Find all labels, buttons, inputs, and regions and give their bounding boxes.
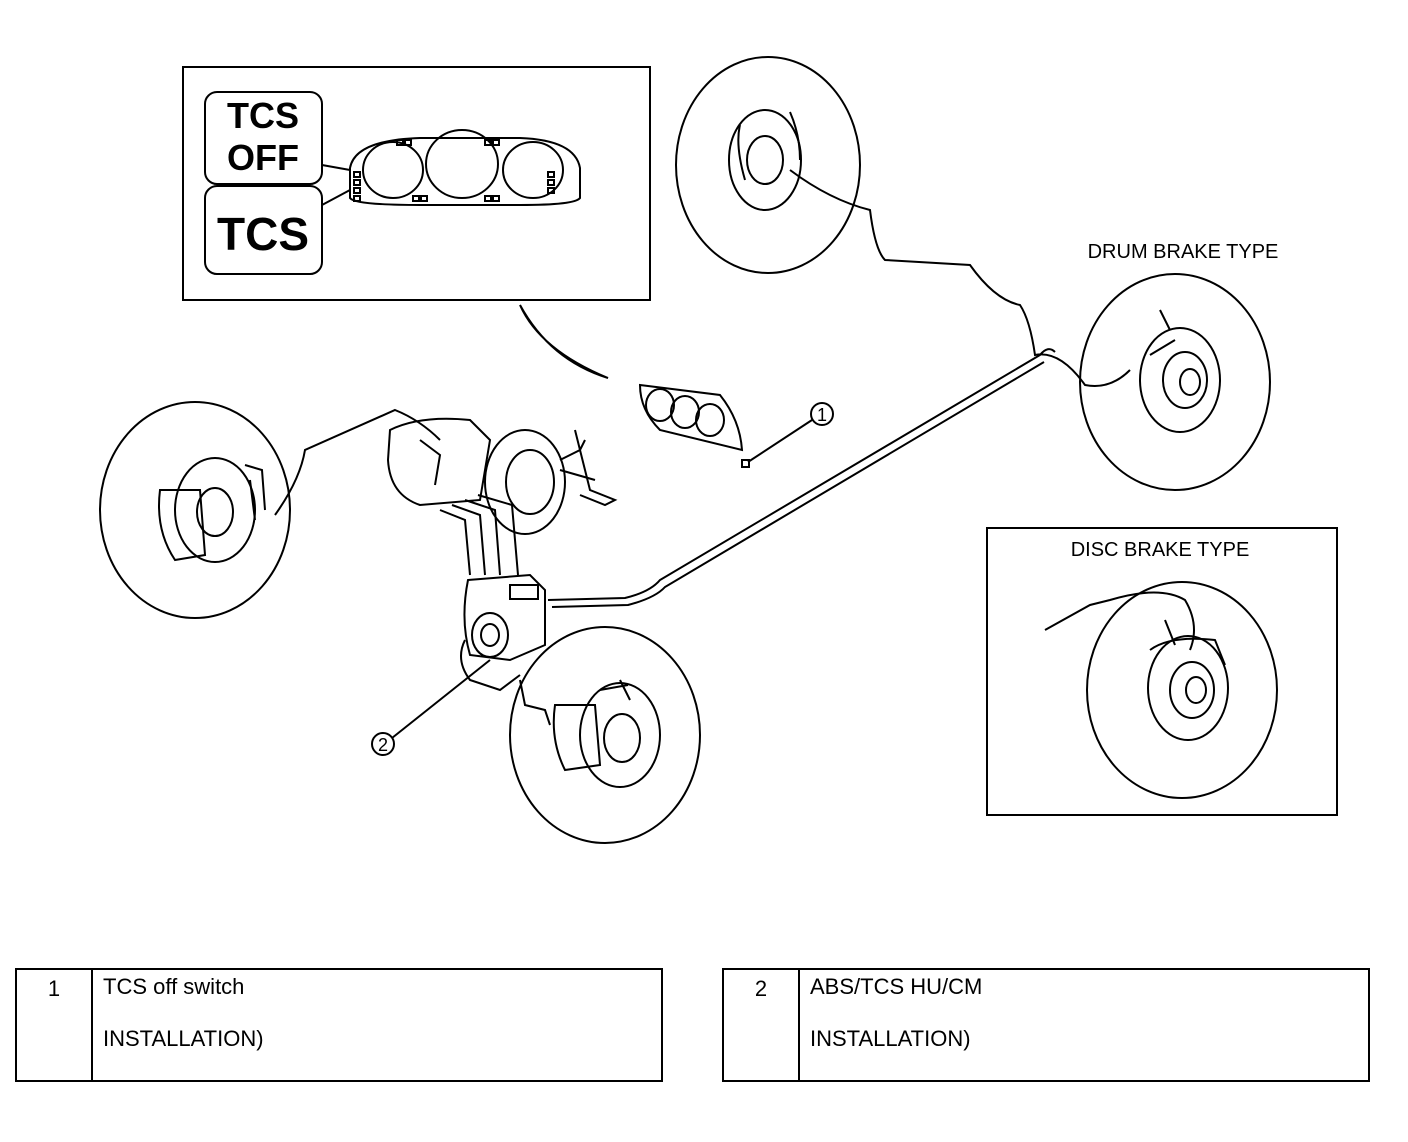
wheel-disc: [1086, 581, 1278, 799]
tcs-label: TCS: [217, 208, 309, 260]
wheel-front-right: [509, 626, 701, 844]
legend-1-name: TCS off switch: [103, 974, 245, 999]
callout-2-circle: [371, 732, 395, 756]
tcs-off-indicator: [204, 91, 323, 185]
legend-1-note: INSTALLATION): [103, 1026, 264, 1051]
legend-1-number: 1: [17, 970, 93, 1080]
callout-1-leader: [747, 419, 813, 463]
legend-1-text: TCS off switch INSTALLATION): [93, 970, 661, 1080]
brake-system-diagram: TCS OFF TCS DRUM BRAKE TYPE DISC BRAKE T…: [99, 56, 1338, 844]
cluster-inset: [182, 66, 651, 301]
tcs-off-label-line2: OFF: [227, 137, 299, 178]
disc-brake-label: DISC BRAKE TYPE: [1071, 539, 1250, 561]
pointer-wedge: [519, 304, 609, 379]
callout-1-number: 1: [817, 405, 827, 425]
legend-box-1: 1 TCS off switch INSTALLATION): [15, 968, 663, 1082]
brake-booster: [386, 417, 618, 535]
tcs-off-label-line1: TCS: [227, 95, 299, 136]
legend-2-note: INSTALLATION): [810, 1026, 971, 1051]
callout-2-number: 2: [378, 735, 388, 755]
drum-brake-label: DRUM BRAKE TYPE: [1088, 241, 1279, 263]
tcs-indicator: [204, 185, 323, 275]
legend-box-2: 2 ABS/TCS HU/CM INSTALLATION): [722, 968, 1370, 1082]
callout-2-leader: [391, 659, 491, 739]
legend-2-name: ABS/TCS HU/CM: [810, 974, 983, 999]
callout-1-circle: [810, 402, 834, 426]
legend-2-text: ABS/TCS HU/CM INSTALLATION): [800, 970, 1368, 1080]
wheel-front-left: [99, 401, 291, 619]
wheel-drum: [1079, 273, 1271, 491]
abs-tcs-hu-cm: [460, 573, 546, 692]
instrument-cluster: [638, 383, 750, 468]
disc-brake-inset: [986, 527, 1338, 816]
legend-2-number: 2: [724, 970, 800, 1080]
wheel-rear-top: [675, 56, 861, 274]
